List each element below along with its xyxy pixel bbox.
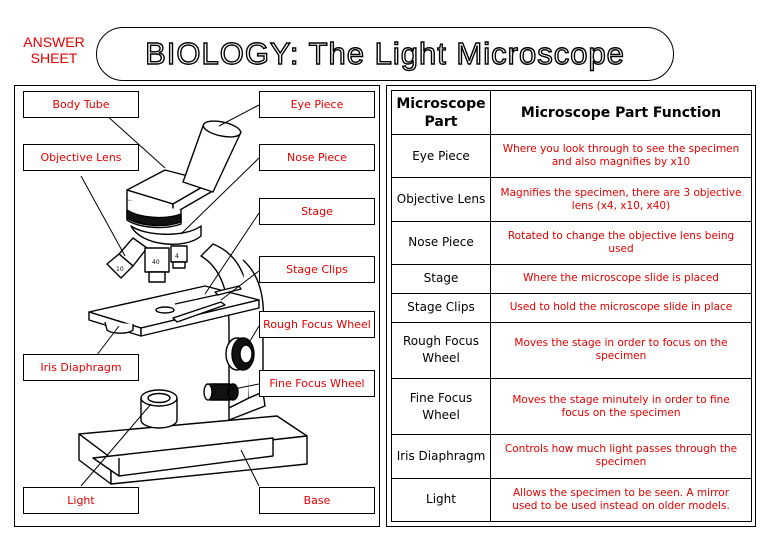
column-header-function: Microscope Part Function: [490, 90, 752, 135]
part-function: Rotated to change the objective lens bei…: [490, 220, 752, 266]
table-row: Stage Clips Used to hold the microscope …: [391, 292, 752, 323]
fine-knob-shape: [203, 383, 239, 401]
parts-table-panel: Microscope Part Microscope Part Function…: [386, 85, 756, 527]
label-rough-focus-wheel: Rough Focus Wheel: [259, 311, 375, 338]
coarse-knob-shape: [225, 337, 255, 371]
condenser-shape: [104, 321, 134, 334]
part-name: Iris Diaphragm: [391, 434, 491, 479]
part-name: Objective Lens: [391, 177, 491, 222]
part-function: Used to hold the microscope slide in pla…: [490, 292, 752, 323]
label-eye-piece: Eye Piece: [259, 91, 375, 118]
part-function: Moves the stage in order to focus on the…: [490, 321, 752, 380]
answer-sheet-badge: ANSWER SHEET: [14, 34, 94, 66]
part-function: Magnifies the specimen, there are 3 obje…: [490, 177, 752, 222]
part-name: Nose Piece: [391, 220, 491, 266]
label-objective-lens: Objective Lens: [23, 144, 139, 171]
objective-lenses-shape: [106, 237, 188, 283]
part-name: Light: [391, 477, 491, 523]
table-row: Light Allows the specimen to be seen. A …: [391, 477, 752, 523]
eyepiece-shape: [182, 120, 242, 193]
part-function: Allows the specimen to be seen. A mirror…: [490, 477, 752, 523]
lens-mark-40: 40: [152, 259, 160, 266]
badge-line-2: SHEET: [30, 50, 78, 66]
column-header-part: Microscope Part: [391, 90, 491, 135]
light-housing-shape: [140, 389, 178, 429]
stage-clips-shape: [172, 285, 242, 323]
part-name: Rough Focus Wheel: [391, 321, 491, 380]
badge-line-1: ANSWER: [23, 34, 85, 50]
part-function: Where you look through to see the specim…: [490, 133, 752, 179]
label-iris-diaphragm: Iris Diaphragm: [23, 354, 139, 381]
part-function: Controls how much light passes through t…: [490, 434, 752, 479]
parts-table: Microscope Part Microscope Part Function…: [391, 90, 752, 523]
label-stage: Stage: [259, 198, 375, 225]
table-row: Objective Lens Magnifies the specimen, t…: [391, 177, 752, 222]
table-header-row: Microscope Part Microscope Part Function: [391, 90, 752, 135]
page-title: BIOLOGY: The Light Microscope: [144, 35, 625, 71]
part-name: Fine Focus Wheel: [391, 378, 491, 436]
label-body-tube: Body Tube: [23, 91, 139, 118]
label-base: Base: [259, 487, 375, 514]
lens-mark-4: 4: [175, 253, 179, 260]
lens-mark-10: 10: [116, 266, 124, 273]
table-row: Fine Focus Wheel Moves the stage minutel…: [391, 378, 752, 436]
part-name: Stage Clips: [391, 292, 491, 323]
microscope-illustration: 10 40 4: [78, 104, 308, 487]
label-stage-clips: Stage Clips: [259, 256, 375, 283]
part-name: Stage: [391, 264, 491, 294]
table-row: Rough Focus Wheel Moves the stage in ord…: [391, 321, 752, 380]
label-light: Light: [23, 487, 139, 514]
microscope-diagram-panel: 10 40 4 Body Tube Eye Piece Objective Le…: [14, 85, 380, 527]
table-row: Iris Diaphragm Controls how much light p…: [391, 434, 752, 479]
part-function: Where the microscope slide is placed: [490, 264, 752, 294]
table-row: Nose Piece Rotated to change the objecti…: [391, 220, 752, 266]
table-row: Eye Piece Where you look through to see …: [391, 133, 752, 179]
title-banner: BIOLOGY: The Light Microscope: [96, 27, 674, 81]
base-shape: [78, 415, 308, 485]
nose-piece-shape: [130, 225, 202, 245]
part-function: Moves the stage minutely in order to fin…: [490, 378, 752, 436]
table-row: Stage Where the microscope slide is plac…: [391, 264, 752, 294]
part-name: Eye Piece: [391, 133, 491, 179]
label-nose-piece: Nose Piece: [259, 144, 375, 171]
label-fine-focus-wheel: Fine Focus Wheel: [259, 370, 375, 397]
